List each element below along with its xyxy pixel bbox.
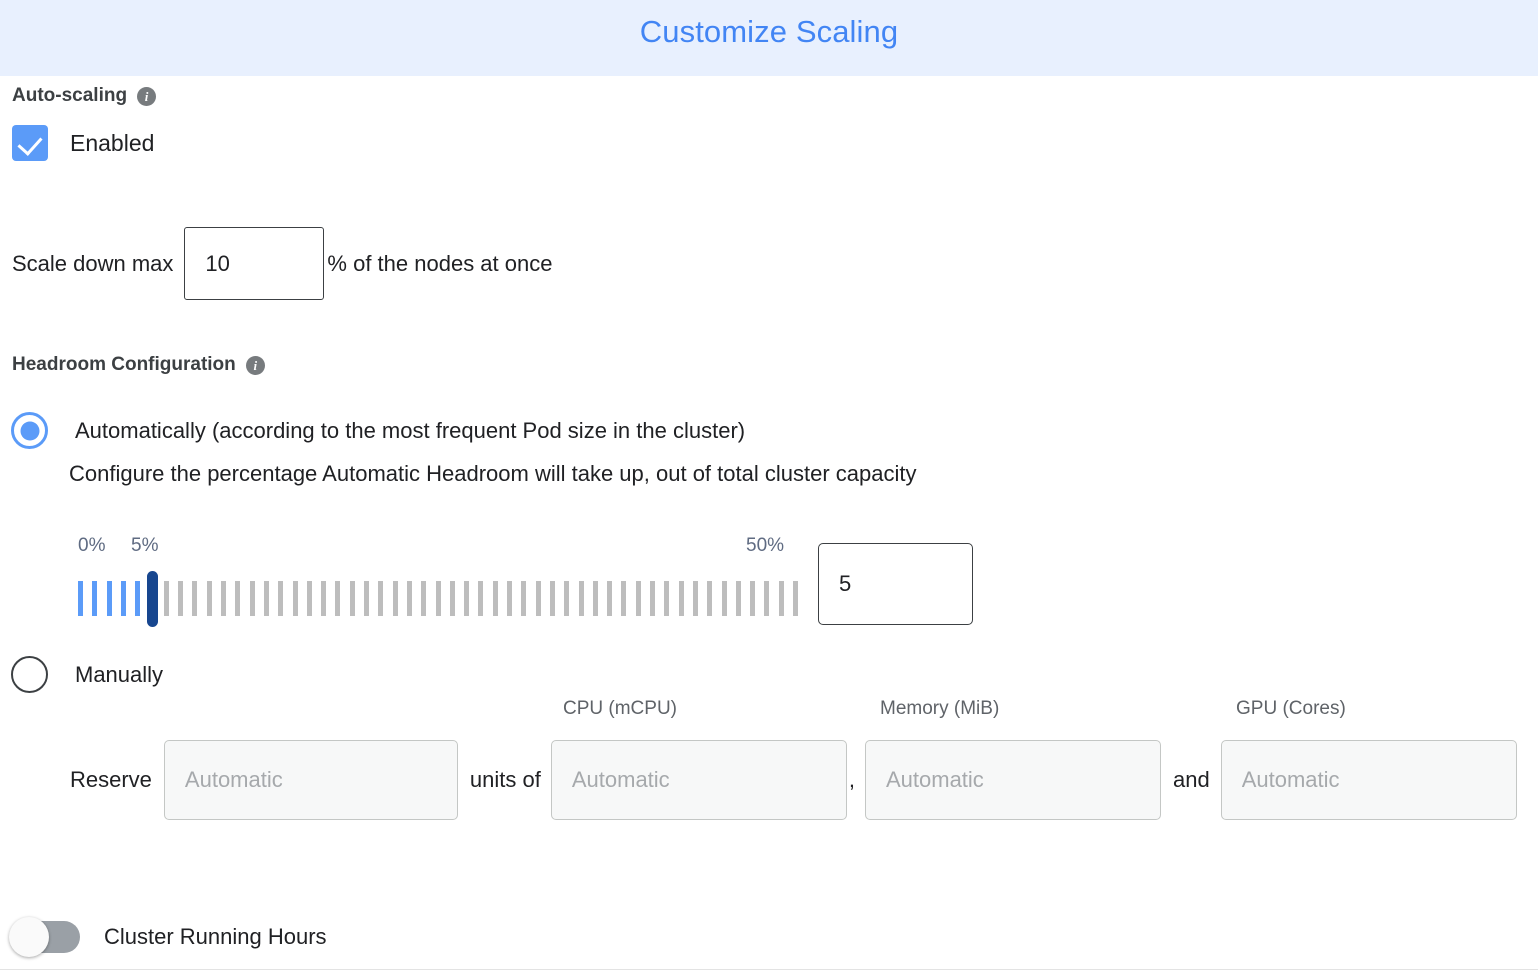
slider-tick xyxy=(421,581,427,616)
slider-tick xyxy=(263,581,269,616)
cluster-running-hours-label: Cluster Running Hours xyxy=(104,924,327,949)
slider-tick xyxy=(535,581,541,616)
gpu-field-header: GPU (Cores) xyxy=(1236,698,1346,719)
memory-field-header: Memory (MiB) xyxy=(880,698,1000,719)
slider-max-label: 50% xyxy=(746,535,785,556)
units-of-label: units of xyxy=(469,767,541,792)
slider-tick xyxy=(650,581,655,616)
scale-down-max-input[interactable] xyxy=(184,227,325,300)
headroom-radio-automatic[interactable] xyxy=(11,412,48,449)
page-title: Customize Scaling xyxy=(639,13,899,49)
toggle-knob xyxy=(9,917,49,957)
slider-tick xyxy=(678,581,684,616)
slider-tick xyxy=(549,581,555,616)
slider-tick xyxy=(507,581,512,616)
cpu-field-header: CPU (mCPU) xyxy=(563,698,677,719)
slider-tick xyxy=(635,581,641,616)
headroom-option-manual-row[interactable]: Manually xyxy=(11,656,163,693)
slider-tick xyxy=(192,581,198,616)
reserve-row: Reserve units of , and xyxy=(70,740,1517,820)
headroom-option-automatic-row[interactable]: Automatically (according to the most fre… xyxy=(11,412,745,449)
slider-tick xyxy=(664,581,670,616)
slider-tick xyxy=(378,581,384,616)
slider-tick xyxy=(521,581,527,616)
auto-scaling-enabled-checkbox[interactable] xyxy=(12,125,48,161)
reserve-gpu-input[interactable] xyxy=(1220,740,1517,820)
headroom-automatic-description: Configure the percentage Automatic Headr… xyxy=(69,461,917,486)
dialog-header: Customize Scaling xyxy=(0,0,1538,76)
comma-separator: , xyxy=(848,767,855,792)
slider-tick xyxy=(406,581,412,616)
slider-tick xyxy=(335,581,341,616)
slider-tick xyxy=(106,581,112,616)
headroom-percentage-input[interactable] xyxy=(818,543,973,625)
slider-tick xyxy=(578,581,584,616)
auto-scaling-enabled-label: Enabled xyxy=(70,129,155,156)
slider-tick xyxy=(449,581,455,616)
slider-tick xyxy=(764,581,770,616)
headroom-option-manual-label: Manually xyxy=(75,662,164,687)
slider-thumb[interactable] xyxy=(146,571,158,627)
headroom-configuration-section-label: Headroom Configuration i xyxy=(12,354,265,376)
reserve-units-input[interactable] xyxy=(163,740,458,820)
slider-tick xyxy=(278,581,284,616)
slider-tick xyxy=(692,581,698,616)
slider-tick xyxy=(292,581,298,616)
info-icon[interactable]: i xyxy=(245,355,265,375)
reserve-field-headers: CPU (mCPU) Memory (MiB) GPU (Cores) xyxy=(0,698,1538,724)
slider-tick xyxy=(221,581,226,616)
slider-tick xyxy=(135,581,141,616)
headroom-label-text: Headroom Configuration xyxy=(12,354,236,375)
slider-tick xyxy=(621,581,627,616)
slider-tick xyxy=(435,581,441,616)
slider-current-label: 5% xyxy=(131,535,159,556)
slider-tick xyxy=(607,581,613,616)
slider-tick xyxy=(492,581,498,616)
scale-down-max-row: Scale down max % of the nodes at once xyxy=(12,227,552,300)
reserve-memory-input[interactable] xyxy=(864,740,1161,820)
headroom-radio-manual[interactable] xyxy=(11,656,48,693)
slider-tick xyxy=(778,581,784,616)
slider-min-label: 0% xyxy=(78,535,106,556)
slider-tick xyxy=(206,581,212,616)
slider-tick xyxy=(92,581,98,616)
slider-tick xyxy=(793,581,798,616)
slider-tick xyxy=(750,581,756,616)
cluster-running-hours-row[interactable]: Cluster Running Hours xyxy=(9,917,327,957)
slider-tick xyxy=(364,581,369,616)
slider-tick xyxy=(78,581,83,616)
slider-tick xyxy=(306,581,312,616)
info-icon[interactable]: i xyxy=(137,86,157,106)
scale-down-max-suffix: % of the nodes at once xyxy=(327,250,553,276)
slider-tick xyxy=(163,581,169,616)
slider-tick xyxy=(464,581,470,616)
and-separator: and xyxy=(1172,767,1210,792)
slider-tick xyxy=(178,581,184,616)
slider-tick xyxy=(392,581,398,616)
slider-tick xyxy=(564,581,570,616)
headroom-option-automatic-label: Automatically (according to the most fre… xyxy=(75,418,746,443)
slider-tick xyxy=(235,581,241,616)
headroom-percentage-slider[interactable]: 0% 5% 50% xyxy=(78,535,978,629)
slider-tick xyxy=(349,581,355,616)
slider-tick xyxy=(735,581,741,616)
slider-track[interactable] xyxy=(78,571,808,629)
reserve-label: Reserve xyxy=(70,767,152,792)
slider-tick-labels: 0% 5% 50% xyxy=(78,535,978,565)
cluster-running-hours-toggle[interactable] xyxy=(9,917,80,957)
slider-tick xyxy=(707,581,713,616)
reserve-cpu-input[interactable] xyxy=(550,740,847,820)
scale-down-max-label: Scale down max xyxy=(12,250,174,276)
slider-tick xyxy=(321,581,327,616)
slider-tick xyxy=(478,581,484,616)
slider-tick xyxy=(721,581,727,616)
slider-tick xyxy=(249,581,255,616)
slider-tick xyxy=(120,581,126,616)
auto-scaling-label-text: Auto-scaling xyxy=(12,85,128,106)
slider-tick xyxy=(592,581,598,616)
auto-scaling-enabled-row[interactable]: Enabled xyxy=(12,125,154,161)
auto-scaling-section-label: Auto-scaling i xyxy=(12,85,157,107)
